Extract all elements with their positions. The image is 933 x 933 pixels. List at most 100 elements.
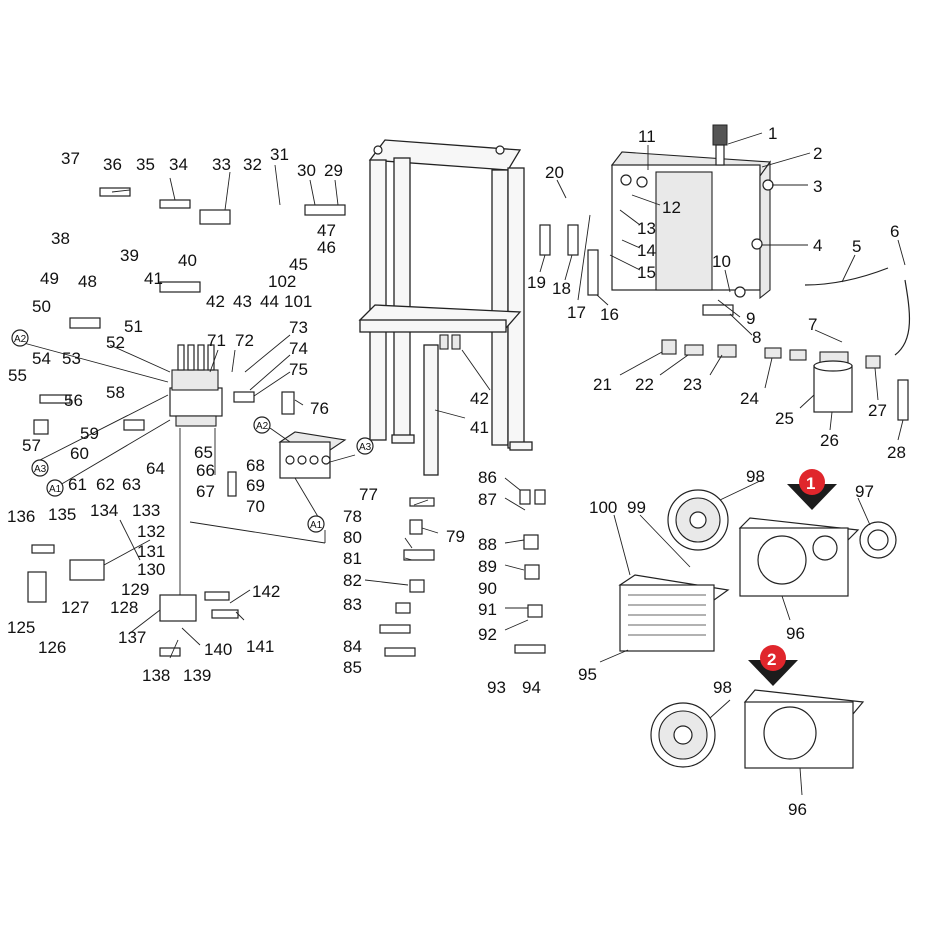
part-label: 14 (637, 241, 656, 260)
part-label: 138 (142, 666, 170, 685)
part-label: 66 (196, 461, 215, 480)
part-label: 23 (683, 375, 702, 394)
part-label: 95 (578, 665, 597, 684)
hydraulic-tank (610, 124, 774, 300)
part-label: 29 (324, 161, 343, 180)
badge-circle-1 (799, 469, 825, 495)
tag-a1-right: A1 (310, 520, 323, 531)
part-label: 90 (478, 579, 497, 598)
part-label: 55 (8, 366, 27, 385)
fan-shroud-2 (743, 689, 865, 769)
part-label: 10 (712, 252, 731, 271)
part-label: 79 (446, 527, 465, 546)
part-label: 19 (527, 273, 546, 292)
part-label: 24 (740, 389, 759, 408)
part-label: 40 (178, 251, 197, 270)
tag-a2-left: A2 (14, 334, 27, 345)
fan-2 (650, 702, 716, 768)
part-label: 11 (638, 127, 656, 146)
part-label: 77 (359, 485, 378, 504)
part-label: 46 (317, 238, 336, 257)
part-label: 88 (478, 535, 497, 554)
part-label: 72 (235, 331, 254, 350)
part-label: 4 (813, 236, 822, 255)
part-label: 41 (470, 418, 489, 437)
part-label: 17 (567, 303, 586, 322)
part-label: 37 (61, 149, 80, 168)
part-label: 35 (136, 155, 155, 174)
oil-cooler (618, 574, 730, 652)
part-label: 75 (289, 360, 308, 379)
part-label: 71 (207, 331, 226, 350)
part-label: 140 (204, 640, 232, 659)
part-label: 43 (233, 292, 252, 311)
part-label: 26 (820, 431, 839, 450)
part-label: 32 (243, 155, 262, 174)
part-label: 76 (310, 399, 329, 418)
fan-1 (667, 489, 729, 551)
part-label: 93 (487, 678, 506, 697)
part-label: 69 (246, 476, 265, 495)
part-label: 3 (813, 177, 822, 196)
part-label: 18 (552, 279, 571, 298)
part-label: 62 (96, 475, 115, 494)
part-label: 31 (270, 145, 289, 164)
hoses-and-fittings (31, 187, 910, 657)
tag-a2-right: A2 (256, 421, 269, 432)
part-label: 82 (343, 571, 362, 590)
part-label: 34 (169, 155, 188, 174)
part-label: 42 (206, 292, 225, 311)
part-label: 132 (137, 522, 165, 541)
part-label: 64 (146, 459, 165, 478)
part-label: 27 (868, 401, 887, 420)
part-label: 101 (284, 292, 312, 311)
part-label: 73 (289, 318, 308, 337)
part-label: 127 (61, 598, 89, 617)
part-label: 68 (246, 456, 265, 475)
part-label: 48 (78, 272, 97, 291)
tag-a1-left: A1 (49, 484, 62, 495)
part-label: 8 (752, 328, 761, 347)
part-label: 133 (132, 501, 160, 520)
part-label: 136 (7, 507, 35, 526)
part-label: 89 (478, 557, 497, 576)
fan-ring-97 (859, 521, 897, 559)
part-label: 131 (137, 542, 165, 561)
part-label: 137 (118, 628, 146, 647)
part-label: 61 (68, 475, 87, 494)
part-label: 54 (32, 349, 51, 368)
tag-a3-right: A3 (359, 442, 372, 453)
part-label: 85 (343, 658, 362, 677)
part-label: 5 (852, 237, 861, 256)
return-filter (813, 351, 853, 413)
part-label: 50 (32, 297, 51, 316)
tag-a3-left: A3 (34, 464, 47, 475)
support-frame (358, 139, 533, 476)
part-label: 94 (522, 678, 541, 697)
part-label: 96 (786, 624, 805, 643)
part-label: 129 (121, 580, 149, 599)
part-label: 86 (478, 468, 497, 487)
control-valve (169, 344, 223, 427)
part-label: 97 (855, 482, 874, 501)
part-label: 84 (343, 637, 362, 656)
manifold-block (27, 559, 197, 622)
connector-tags: A2 A3 A1 A2 A3 A1 (11, 329, 374, 533)
part-label: 20 (545, 163, 564, 182)
part-label: 51 (124, 317, 143, 336)
part-label: 42 (470, 389, 489, 408)
part-label: 57 (22, 436, 41, 455)
part-label: 30 (297, 161, 316, 180)
sectional-valve (278, 431, 347, 479)
part-label: 98 (746, 467, 765, 486)
part-label: 15 (637, 263, 656, 282)
part-label: 6 (890, 222, 899, 241)
part-label: 21 (593, 375, 612, 394)
fan-shroud-1 (738, 517, 860, 597)
part-label: 16 (600, 305, 619, 324)
part-label: 142 (252, 582, 280, 601)
variant-badge-2: 2 (748, 645, 798, 686)
part-label: 22 (635, 375, 654, 394)
part-label: 87 (478, 490, 497, 509)
